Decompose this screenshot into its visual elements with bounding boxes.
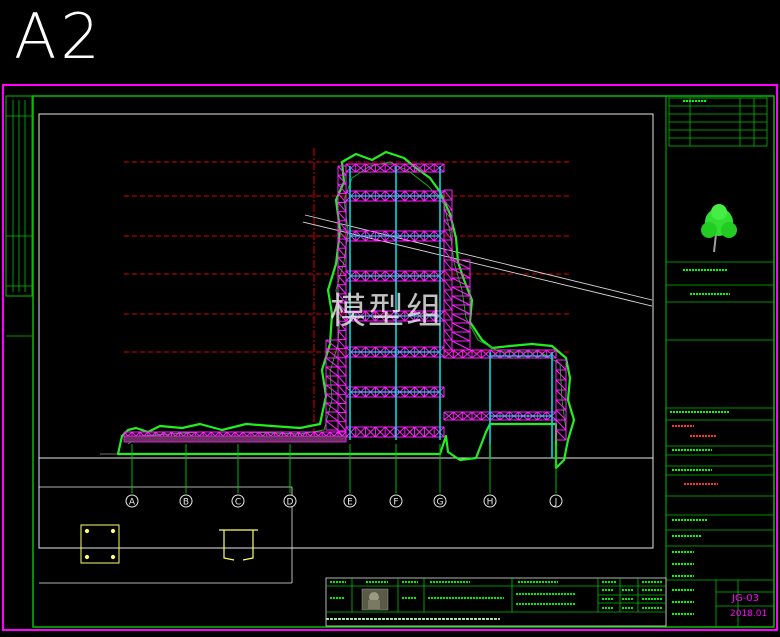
slope-line-1 — [304, 214, 653, 301]
vertical-truss — [555, 359, 567, 441]
level-lines — [124, 161, 570, 353]
axis-bubble — [389, 494, 403, 508]
axis-bubble — [179, 494, 193, 508]
axis-label: E — [347, 498, 353, 508]
axis-grid-lines — [131, 444, 557, 493]
watermark-text: 模型组 — [330, 291, 445, 332]
binding-strip-lines — [6, 100, 32, 337]
truss-segment — [345, 426, 445, 438]
axis-label: A — [129, 498, 136, 508]
sheet-border — [2, 84, 778, 631]
schedule-table-text-lines — [330, 581, 662, 609]
truss-segment — [443, 349, 557, 359]
vertical-truss — [451, 259, 471, 351]
axis-label: G — [437, 498, 444, 508]
axis-bubble — [433, 494, 447, 508]
bracket-detail — [219, 529, 258, 561]
axis-label: J — [554, 498, 558, 508]
title-block-top-table — [668, 97, 768, 147]
axis-label: D — [287, 498, 294, 508]
axis-label: C — [235, 498, 241, 508]
title-block-rows — [666, 261, 774, 627]
tree-logo-icon — [701, 204, 737, 253]
axis-bubble — [283, 494, 297, 508]
vertical-truss — [337, 165, 347, 441]
axis-label: B — [183, 498, 189, 508]
axis-bubble — [231, 494, 245, 508]
base-plate-detail — [80, 524, 120, 564]
truss-segment — [443, 411, 557, 421]
vertical-truss — [325, 339, 339, 431]
axis-bubble — [125, 494, 139, 508]
axis-label: H — [487, 498, 494, 508]
floor-slab — [123, 435, 347, 443]
drawing-frame — [32, 95, 775, 628]
rock-photo-detail — [368, 592, 380, 609]
truss-segment — [345, 163, 445, 173]
axis-label: F — [393, 498, 398, 508]
axis-bubble — [343, 494, 357, 508]
inner-border — [38, 113, 654, 549]
sheet-size-label: A2 — [14, 0, 104, 73]
axis-bubble — [483, 494, 497, 508]
drawing-number: JG-03 — [732, 593, 760, 604]
title-block-text-lines — [670, 100, 730, 615]
binding-strip — [5, 95, 33, 297]
drawing-date: 2018.01 — [730, 609, 768, 619]
title-block — [665, 95, 775, 628]
axis-bubble — [549, 494, 563, 508]
steel-columns — [349, 166, 553, 458]
